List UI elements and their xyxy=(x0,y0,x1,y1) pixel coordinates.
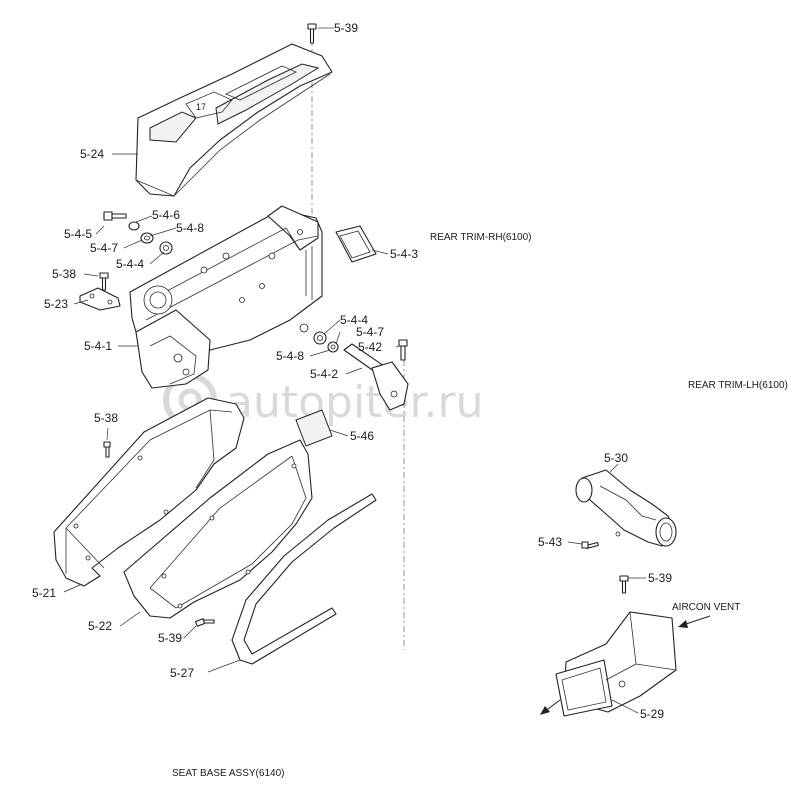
label-5-43: 5-43 xyxy=(538,535,562,549)
trim-strip-5-27 xyxy=(231,493,377,665)
hardware-left-upper xyxy=(103,211,173,255)
note-seat-base-assy: SEAT BASE ASSY(6140) xyxy=(172,768,284,779)
label-5-4-2: 5-4-2 xyxy=(310,367,338,381)
label-5-4-4-upper: 5-4-4 xyxy=(116,257,144,271)
label-5-4-3: 5-4-3 xyxy=(390,247,418,261)
label-5-46: 5-46 xyxy=(350,429,374,443)
leader-lines xyxy=(63,27,646,714)
bracket-frame-5-4-1 xyxy=(129,205,323,389)
clip-5-23-and-screw-5-38 xyxy=(79,272,121,311)
duct-5-30 xyxy=(575,469,677,547)
screw-5-39-mid xyxy=(195,618,215,627)
pad-5-46 xyxy=(295,409,333,447)
label-5-42: 5-42 xyxy=(358,340,382,354)
watermark-text: autopiter.ru xyxy=(226,377,484,428)
label-5-39-right: 5-39 xyxy=(648,571,672,585)
svg-text:17: 17 xyxy=(196,102,206,112)
label-5-4-4-lower: 5-4-4 xyxy=(340,313,368,327)
part-labels: 5-39 5-24 5-4-6 5-4-5 5-4-8 5-4-7 5-4-4 … xyxy=(32,21,672,721)
hardware-right xyxy=(313,331,339,353)
side-panel-5-21 xyxy=(53,397,245,587)
note-rear-trim-rh: REAR TRIM-RH(6100) xyxy=(430,232,532,243)
label-5-23: 5-23 xyxy=(44,297,68,311)
screw-5-39-top xyxy=(307,23,317,44)
label-5-21: 5-21 xyxy=(32,586,56,600)
label-5-39-top: 5-39 xyxy=(334,21,358,35)
console-cover-5-24: 17 xyxy=(135,43,333,197)
label-5-39-mid: 5-39 xyxy=(158,631,182,645)
screw-5-43 xyxy=(581,541,599,550)
label-5-4-7-lower: 5-4-7 xyxy=(356,325,384,339)
label-5-24: 5-24 xyxy=(80,147,104,161)
label-5-30: 5-30 xyxy=(604,451,628,465)
note-aircon-vent: AIRCON VENT xyxy=(672,602,740,613)
note-rear-trim-lh: REAR TRIM-LH(6100) xyxy=(688,380,788,391)
reference-notes: REAR TRIM-RH(6100) REAR TRIM-LH(6100) AI… xyxy=(172,232,788,779)
label-5-22: 5-22 xyxy=(88,619,112,633)
label-5-38-upper: 5-38 xyxy=(52,267,76,281)
label-5-4-5: 5-4-5 xyxy=(64,227,92,241)
label-5-4-1: 5-4-1 xyxy=(84,339,112,353)
screw-5-38-lower xyxy=(103,441,111,458)
screw-5-39-right xyxy=(619,575,629,594)
label-5-4-6: 5-4-6 xyxy=(152,208,180,222)
label-5-29: 5-29 xyxy=(640,707,664,721)
label-5-4-8-lower: 5-4-8 xyxy=(276,349,304,363)
label-5-4-7-upper: 5-4-7 xyxy=(90,241,118,255)
label-5-27: 5-27 xyxy=(170,666,194,680)
aircon-vent-5-29 xyxy=(555,611,677,717)
side-panel-5-22 xyxy=(123,439,313,619)
label-5-38-lower: 5-38 xyxy=(94,411,118,425)
seal-5-4-3 xyxy=(335,225,377,263)
label-5-4-8-upper: 5-4-8 xyxy=(176,221,204,235)
lever-5-4-2 xyxy=(343,339,409,411)
airflow-arrows xyxy=(540,615,711,715)
